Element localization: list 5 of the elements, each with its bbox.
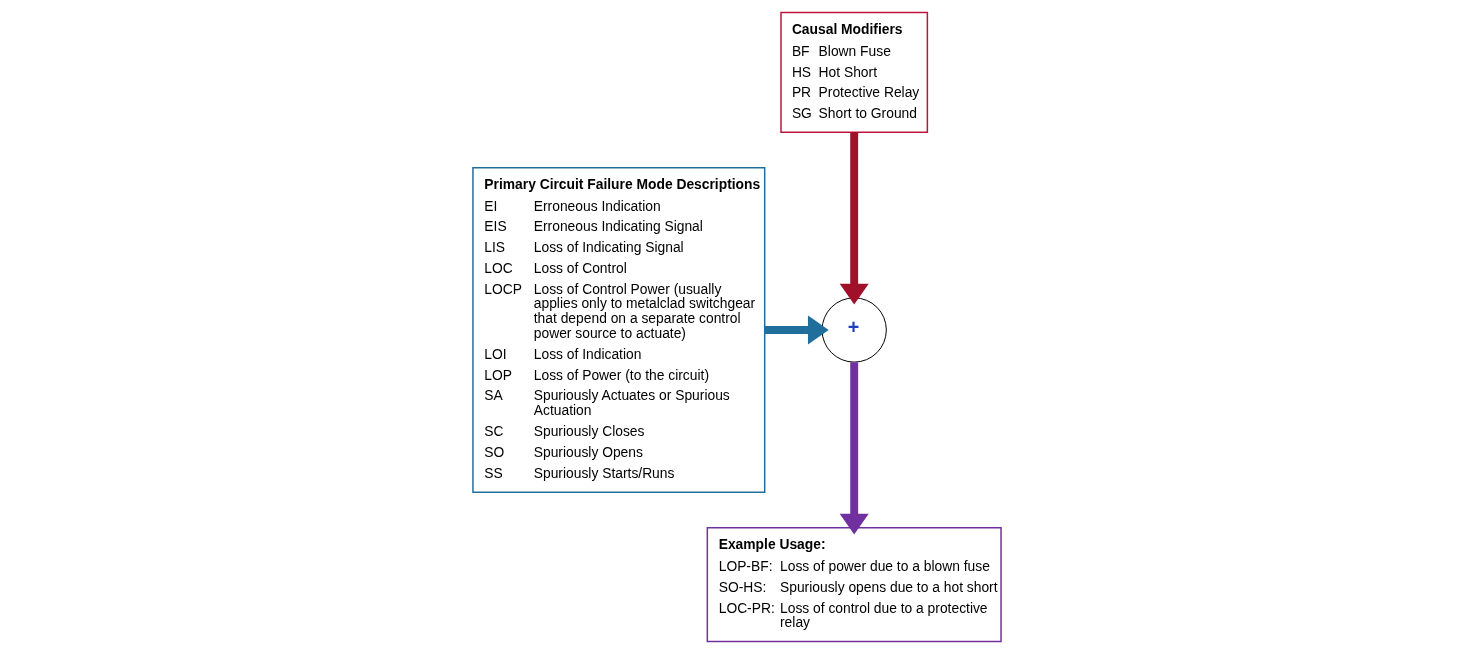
node-box: Example Usage: LOP-BF: Loss of power due to a blown fuse SO-HS: Spuriously opens due to a hot short LOC-PR: Loss of control due to a protective relay bbox=[706, 527, 1002, 643]
node-box: Causal Modifiers BF Blown Fuse HS Hot Short PR Protective Relay SG Short to Ground bbox=[780, 11, 929, 133]
node-box: Primary Circuit Failure Mode Descriptions EI Erroneous Indication EIS Erroneous Indicating Signal LIS Loss of Indicating Signal LOC Loss of Control LOCP Loss of Control Power (usually applies only to metalclad switchgear that depend on a separate control power source to actuate) LOI Loss of Indication LOP Loss of Power (to the circuit) SA Spuriously Actuates or Spurious Actuation SC Spuriously Closes SO Spuriously Opens SS Spuriously Starts/Runs bbox=[472, 167, 766, 493]
node-circle: + bbox=[821, 297, 887, 363]
arrow bbox=[839, 132, 869, 305]
